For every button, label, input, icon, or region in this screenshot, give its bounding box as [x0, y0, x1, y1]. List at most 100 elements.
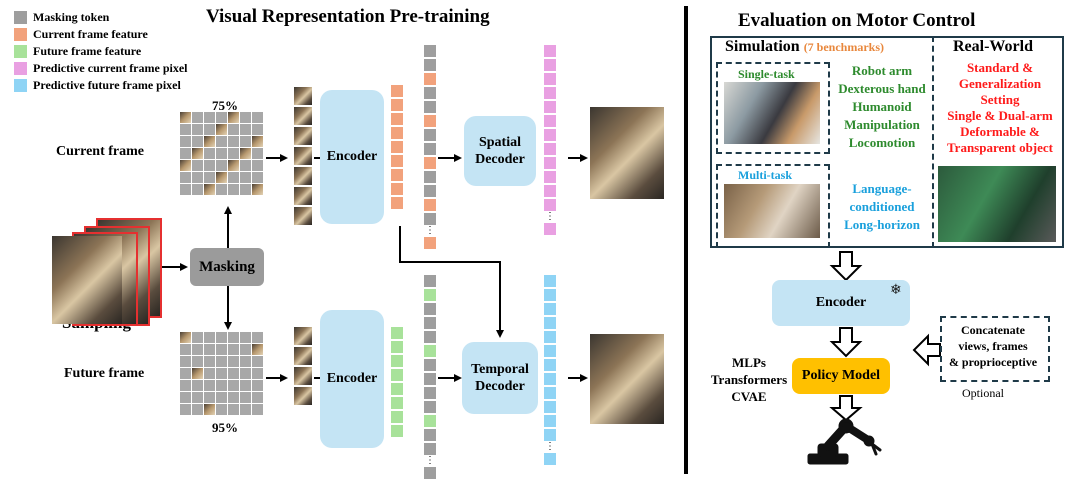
real-world-heading: Real-World: [953, 38, 1033, 55]
frozen-encoder: Encoder: [772, 280, 910, 326]
grid-patch: [240, 172, 251, 183]
legend-item-masking-token: Masking token: [14, 10, 109, 25]
patch-strip-current: [293, 86, 313, 226]
legend-label: Predictive current frame pixel: [33, 61, 188, 75]
grid-patch: [204, 344, 215, 355]
token-cell: [423, 428, 437, 442]
single-task-item: Humanoid: [852, 99, 912, 114]
legend-item-pred-current-pixel: Predictive current frame pixel: [14, 61, 188, 76]
multi-task-item: conditioned: [849, 199, 915, 214]
legend-label: Future frame feature: [33, 44, 142, 58]
grid-patch: [204, 356, 215, 367]
policy-type: CVAE: [731, 389, 767, 404]
robot-arm-icon: [807, 418, 882, 465]
token-cell: [423, 86, 437, 100]
token-cell: [423, 128, 437, 142]
patch: [293, 366, 313, 386]
token-cell: [543, 386, 557, 400]
grid-patch: [228, 380, 239, 391]
grid-patch: [252, 392, 263, 403]
grid-patch: [228, 404, 239, 415]
token-cell: [390, 196, 404, 210]
grid-patch: [216, 184, 227, 195]
grid-patch: [180, 404, 191, 415]
snowflake-icon: ❄: [890, 283, 902, 298]
grid-patch: [192, 380, 203, 391]
policy-type: MLPs: [732, 355, 766, 370]
token-cell: [543, 198, 557, 212]
token-cell: [390, 140, 404, 154]
token-cell: [423, 184, 437, 198]
token-cell: [423, 114, 437, 128]
token-cell: [423, 358, 437, 372]
legend-item-pred-future-pixel: Predictive future frame pixel: [14, 78, 181, 93]
token-cell: [423, 386, 437, 400]
grid-patch: [204, 392, 215, 403]
grid-patch: [192, 184, 203, 195]
legend-label: Masking token: [33, 10, 110, 24]
spatial-decoder-label: Spatial Decoder: [475, 135, 525, 167]
grid-patch: [240, 392, 251, 403]
grid-patch: [252, 380, 263, 391]
current-feature-column: [390, 84, 404, 210]
grid-patch: [204, 404, 215, 415]
single-task-item: Dexterous hand: [838, 81, 926, 96]
token-cell: [390, 410, 404, 424]
multi-task-item: Long-horizon: [844, 217, 920, 232]
encoder-label: Encoder: [326, 371, 378, 386]
grid-patch: [252, 148, 263, 159]
token-cell: [423, 330, 437, 344]
single-task-item: Locomotion: [848, 135, 916, 150]
grid-patch: [240, 136, 251, 147]
single-task-box: [716, 62, 830, 154]
single-task-label: Single-task: [738, 67, 795, 81]
encoder-current: Encoder: [320, 90, 384, 224]
token-cell: [543, 86, 557, 100]
patch: [293, 166, 313, 186]
token-cell: [423, 236, 437, 250]
multi-task-image: [724, 184, 820, 238]
grid-patch: [252, 184, 263, 195]
title-evaluation: Evaluation on Motor Control: [738, 10, 976, 31]
grid-patch: [216, 124, 227, 135]
grid-patch: [204, 148, 215, 159]
token-cell: [543, 156, 557, 170]
token-cell: [543, 274, 557, 288]
grid-patch: [192, 344, 203, 355]
token-cell: [543, 372, 557, 386]
token-cell: [423, 44, 437, 58]
grid-patch: [240, 344, 251, 355]
token-cell: [390, 112, 404, 126]
grid-patch: [216, 368, 227, 379]
token-cell: [543, 400, 557, 414]
grid-patch: [228, 112, 239, 123]
legend-label: Current frame feature: [33, 27, 148, 41]
optional-input: & proprioceptive: [948, 355, 1038, 369]
token-cell: [543, 302, 557, 316]
grid-patch: [216, 332, 227, 343]
decoder-input-tokens-current: ⋮: [423, 44, 437, 250]
optional-input: Concatenate: [961, 323, 1025, 337]
legend-label: Predictive future frame pixel: [33, 78, 181, 92]
token-cell: [423, 344, 437, 358]
token-cell: [543, 316, 557, 330]
optional-inputs-box: [940, 316, 1050, 382]
single-task-item: Robot arm: [851, 63, 913, 78]
token-cell: [543, 100, 557, 114]
single-task-list: Robot arm Dexterous hand Humanoid Manipu…: [832, 62, 932, 152]
grid-patch: [228, 332, 239, 343]
masking-block: Masking: [190, 248, 264, 286]
grid-patch: [180, 124, 191, 135]
token-cell: [543, 44, 557, 58]
real-world-item: Setting: [980, 92, 1020, 107]
predicted-future-pixels: ⋮: [543, 274, 557, 466]
grid-patch: [192, 368, 203, 379]
pretrain-arrows: [160, 6, 688, 474]
patch: [293, 106, 313, 126]
policy-types: MLPs Transformers CVAE: [708, 354, 790, 405]
real-world-image: [938, 166, 1056, 242]
grid-patch: [228, 184, 239, 195]
grid-patch: [192, 148, 203, 159]
legend-swatch-gray: [14, 11, 27, 24]
grid-patch: [204, 368, 215, 379]
